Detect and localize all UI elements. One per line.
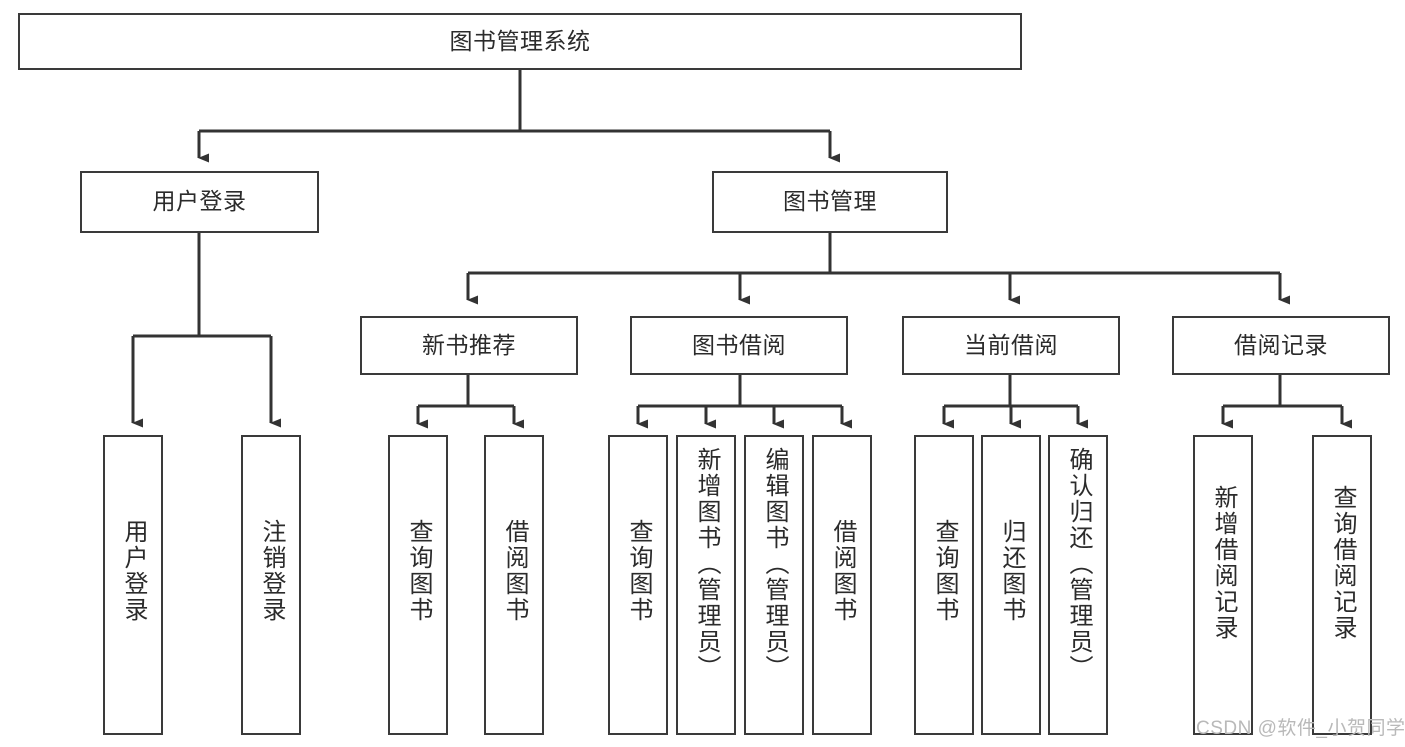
node-root[interactable]: 图书管理系统 xyxy=(18,13,1022,70)
node-user-login-label: 用户登录 xyxy=(152,188,247,215)
leaf-current-borrow-return[interactable]: 归还图书 xyxy=(981,435,1041,735)
leaf-book-borrow-edit-label: 编辑图书（管理员） xyxy=(760,447,788,681)
leaf-new-book-query-label: 查询图书 xyxy=(404,519,432,623)
node-book-borrow-label: 图书借阅 xyxy=(692,331,786,358)
leaf-borrow-record-add-label: 新增借阅记录 xyxy=(1209,485,1237,641)
leaf-current-borrow-query[interactable]: 查询图书 xyxy=(914,435,974,735)
leaf-borrow-record-query-label: 查询借阅记录 xyxy=(1328,485,1356,641)
leaf-current-borrow-confirm[interactable]: 确认归还（管理员） xyxy=(1048,435,1108,735)
leaf-user-login-signout[interactable]: 注销登录 xyxy=(241,435,301,735)
node-root-label: 图书管理系统 xyxy=(449,27,591,54)
csdn-watermark: CSDN @软件_小贺同学 xyxy=(1196,718,1405,739)
leaf-book-borrow-add[interactable]: 新增图书（管理员） xyxy=(676,435,736,735)
leaf-user-login-signin[interactable]: 用户登录 xyxy=(103,435,163,735)
leaf-user-login-signout-label: 注销登录 xyxy=(257,519,285,623)
leaf-book-borrow-query[interactable]: 查询图书 xyxy=(608,435,668,735)
leaf-new-book-borrow-label: 借阅图书 xyxy=(500,519,528,623)
node-book-management[interactable]: 图书管理 xyxy=(712,171,948,233)
leaf-book-borrow-add-label: 新增图书（管理员） xyxy=(692,447,720,681)
leaf-book-borrow-edit[interactable]: 编辑图书（管理员） xyxy=(744,435,804,735)
node-book-management-label: 图书管理 xyxy=(783,188,877,215)
node-new-book-recommend[interactable]: 新书推荐 xyxy=(360,316,578,375)
leaf-user-login-signin-label: 用户登录 xyxy=(119,519,147,623)
leaf-book-borrow-query-label: 查询图书 xyxy=(624,519,652,623)
leaf-current-borrow-query-label: 查询图书 xyxy=(930,519,958,623)
node-user-login[interactable]: 用户登录 xyxy=(80,171,319,233)
leaf-borrow-record-query[interactable]: 查询借阅记录 xyxy=(1312,435,1372,735)
node-current-borrow-label: 当前借阅 xyxy=(964,331,1058,358)
node-book-borrow[interactable]: 图书借阅 xyxy=(630,316,848,375)
leaf-borrow-record-add[interactable]: 新增借阅记录 xyxy=(1193,435,1253,735)
leaf-new-book-query[interactable]: 查询图书 xyxy=(388,435,448,735)
leaf-current-borrow-confirm-label: 确认归还（管理员） xyxy=(1064,447,1092,681)
node-borrow-record-label: 借阅记录 xyxy=(1234,331,1328,358)
leaf-new-book-borrow[interactable]: 借阅图书 xyxy=(484,435,544,735)
node-new-book-recommend-label: 新书推荐 xyxy=(422,331,516,358)
node-borrow-record[interactable]: 借阅记录 xyxy=(1172,316,1390,375)
leaf-book-borrow-borrow[interactable]: 借阅图书 xyxy=(812,435,872,735)
node-current-borrow[interactable]: 当前借阅 xyxy=(902,316,1120,375)
leaf-current-borrow-return-label: 归还图书 xyxy=(997,519,1025,623)
leaf-book-borrow-borrow-label: 借阅图书 xyxy=(828,519,856,623)
